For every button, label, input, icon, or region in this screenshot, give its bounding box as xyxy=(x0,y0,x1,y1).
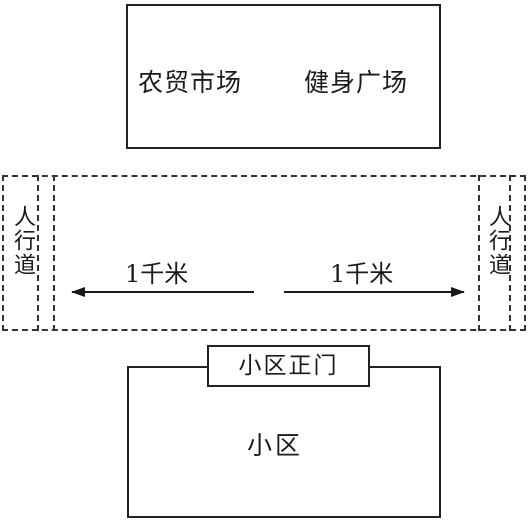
sidewalk-left-inner-line xyxy=(37,175,39,331)
sidewalk-right-label: 人行道 xyxy=(485,205,510,277)
community-gate-label: 小区正门 xyxy=(207,345,370,387)
community-label: 小区 xyxy=(247,431,304,460)
fitness-plaza-label: 健身广场 xyxy=(304,68,409,97)
distance-right-label: 1千米 xyxy=(330,260,394,288)
distance-left-label: 1千米 xyxy=(125,260,189,288)
market-label: 农贸市场 xyxy=(138,68,243,97)
sidewalk-right-edge-line xyxy=(478,175,480,331)
sidewalk-left-edge-line xyxy=(53,175,55,331)
market-plaza-block: 农贸市场 健身广场 xyxy=(126,4,441,149)
road-outline xyxy=(2,175,526,331)
community-block: 小区 xyxy=(127,366,441,518)
sidewalk-left-label: 人行道 xyxy=(10,205,35,277)
sidewalk-right-inner-line xyxy=(509,175,511,331)
